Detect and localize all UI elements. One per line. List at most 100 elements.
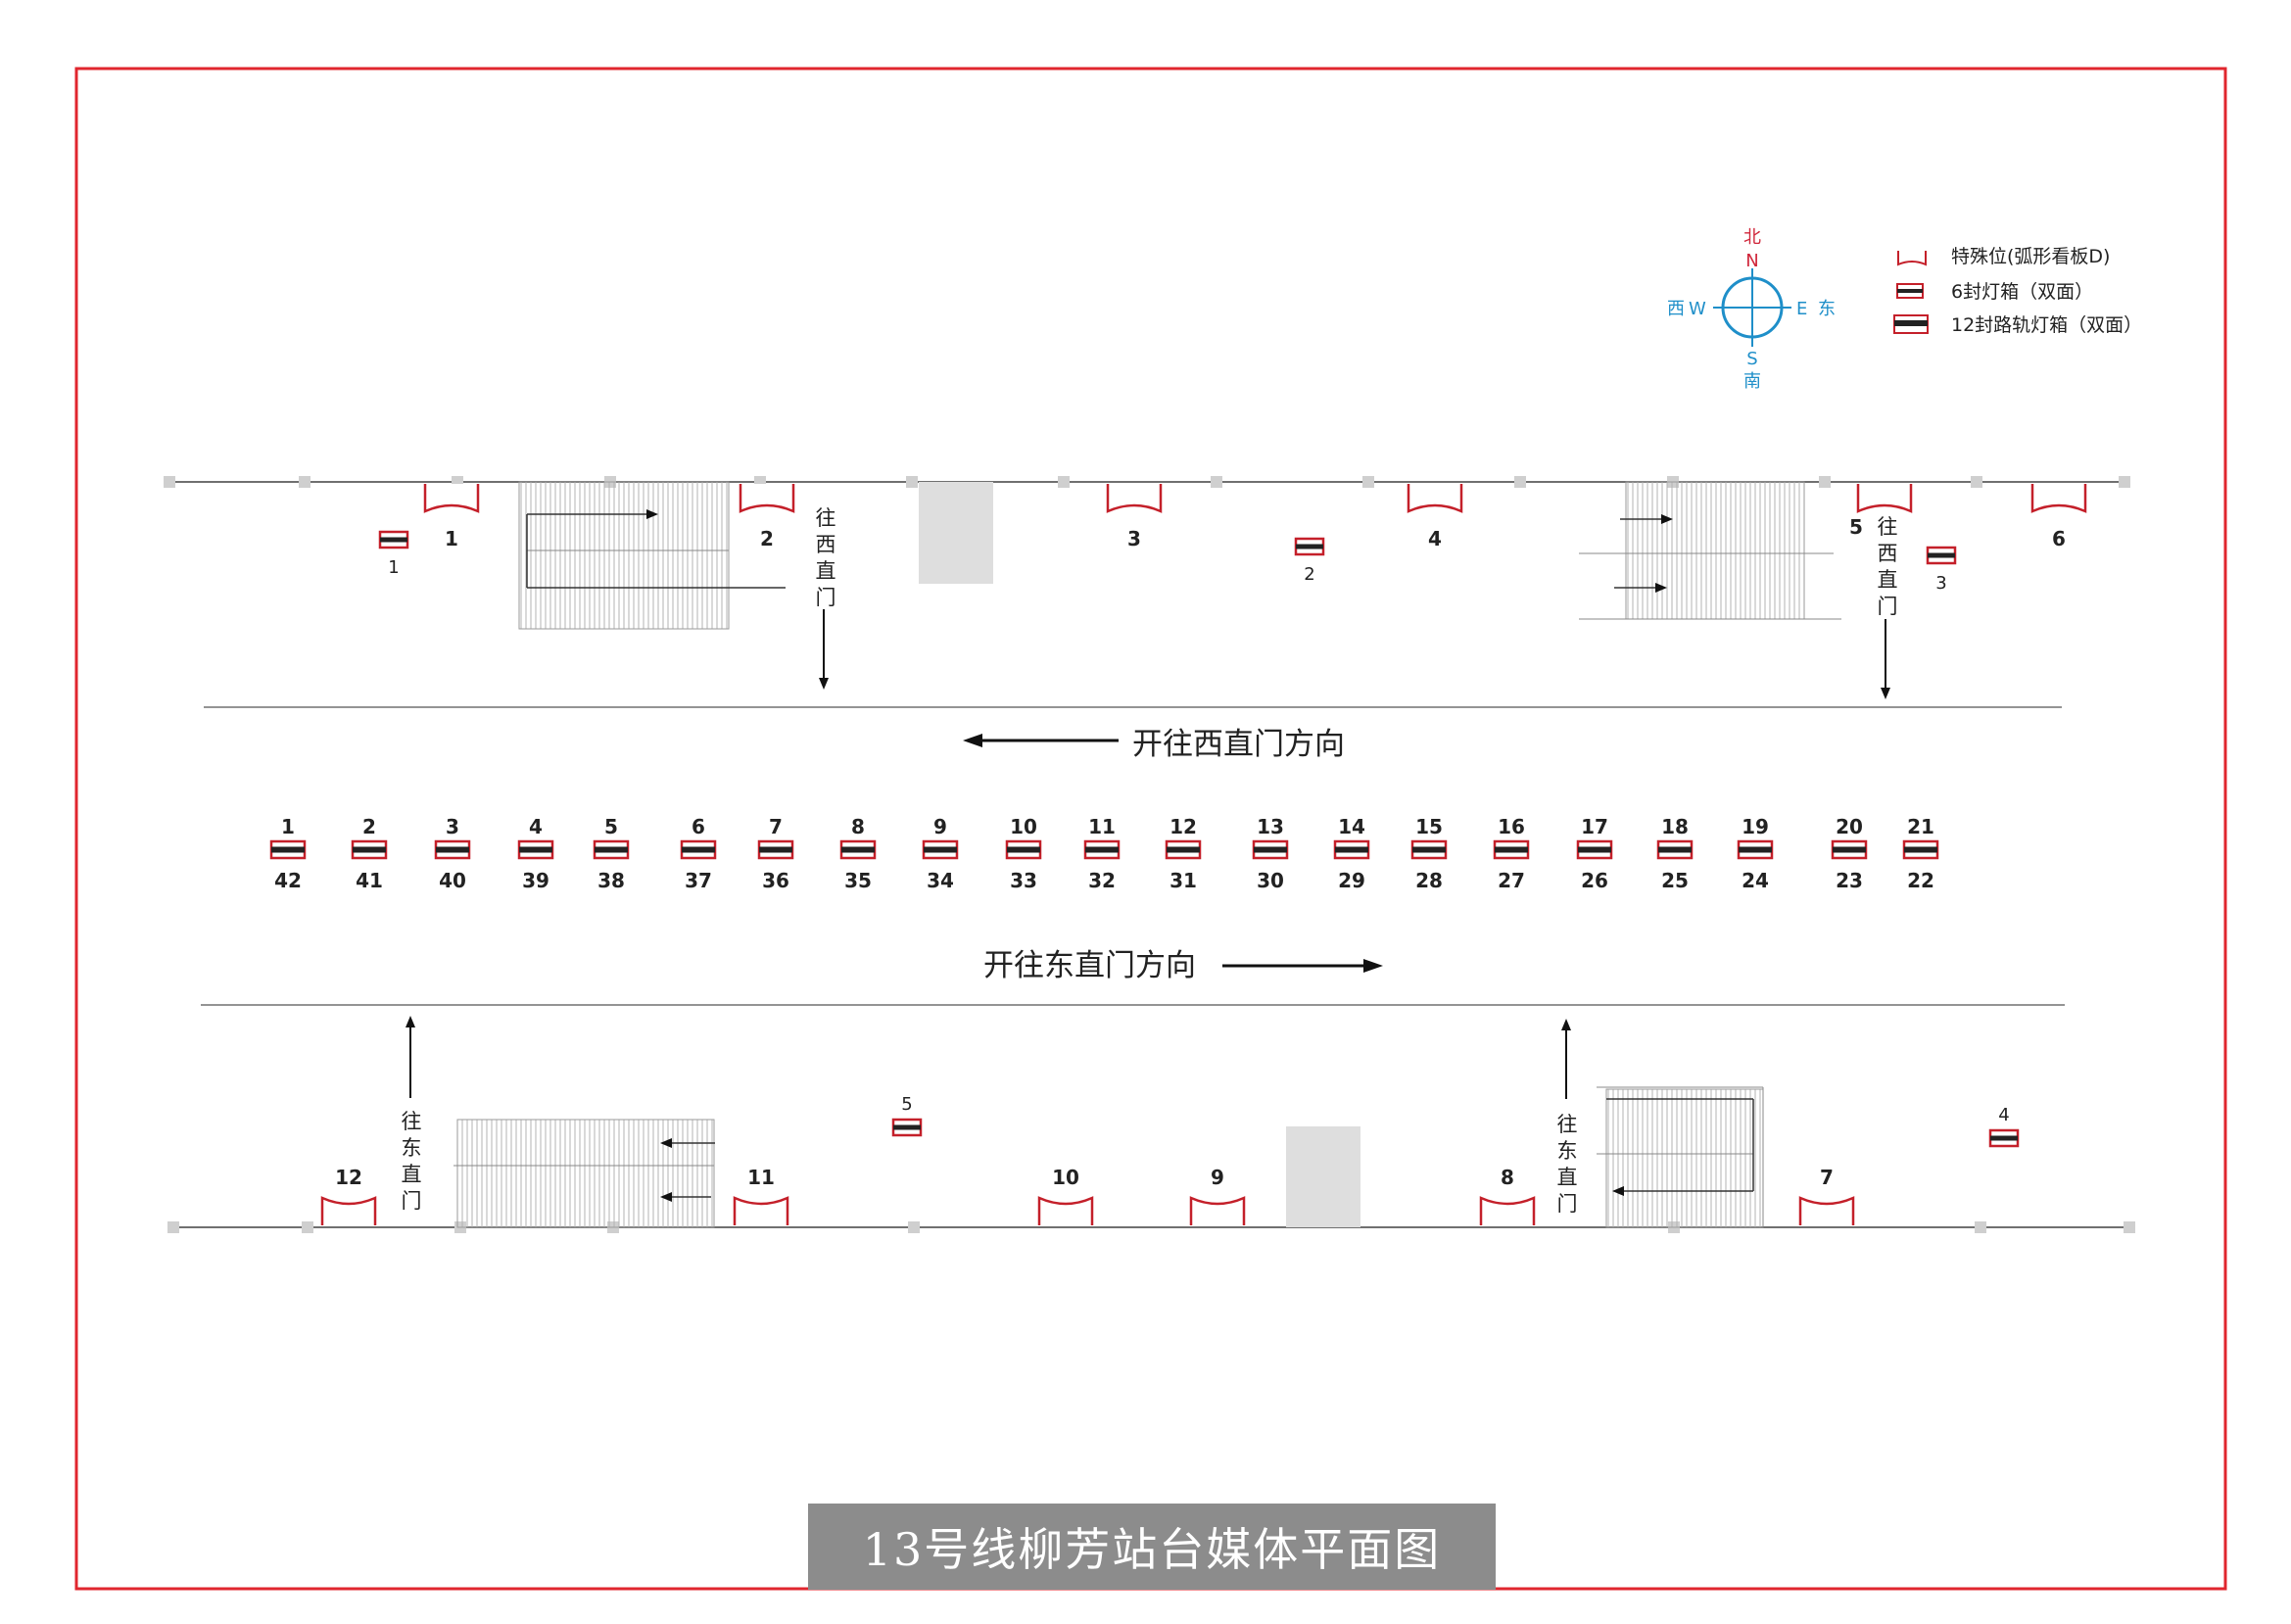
exit-to-dongzhimen-left: 往东直门 xyxy=(402,1016,422,1213)
track-lightbox-number-bottom: 37 xyxy=(685,869,712,892)
arc-billboard: 11 xyxy=(733,1166,789,1225)
track-lightbox-number-top: 1 xyxy=(281,815,295,838)
track-lightbox-number-bottom: 31 xyxy=(1169,869,1197,892)
arc-billboard-number: 6 xyxy=(2052,527,2066,550)
lightbox-6: 1 xyxy=(378,530,409,578)
lightbox-6-number: 5 xyxy=(901,1094,912,1115)
arc-billboard-number: 9 xyxy=(1211,1166,1224,1189)
arc-billboard-number: 11 xyxy=(747,1166,775,1189)
lightbox-6: 2 xyxy=(1294,537,1325,585)
lightbox-6: 3 xyxy=(1926,546,1957,594)
track-lightbox-number-bottom: 36 xyxy=(762,869,789,892)
track-lightbox-number-bottom: 35 xyxy=(844,869,872,892)
legend: 特殊位(弧形看板D) 6封灯箱（双面） 12封路轨灯箱（双面） xyxy=(1893,246,2142,336)
track-lightbox-layer: 1422413404395386377368359341033113212311… xyxy=(269,815,1939,892)
arc-billboard-shape xyxy=(733,1196,789,1225)
arc-billboard-number: 2 xyxy=(760,527,774,550)
compass-south-letter: S xyxy=(1746,349,1757,369)
compass-south-label: 南 xyxy=(1743,371,1761,392)
arc-billboard: 12 xyxy=(320,1166,377,1225)
arc-billboard: 3 xyxy=(1106,484,1163,550)
stair-southeast xyxy=(1597,1086,1764,1228)
south-gray-block xyxy=(1286,1126,1360,1227)
compass-east-label: 东 xyxy=(1818,299,1836,319)
track-lightbox: 7 36 xyxy=(757,815,794,892)
arc-billboard: 7 xyxy=(1798,1166,1855,1225)
lightbox-6-number: 4 xyxy=(1998,1105,2009,1125)
north-gray-block xyxy=(919,482,993,584)
arc-billboard-shape xyxy=(1407,484,1463,513)
stair-northeast xyxy=(1579,481,1841,620)
arc-billboard-number: 12 xyxy=(335,1166,362,1189)
track-lightbox-number-top: 20 xyxy=(1836,815,1863,838)
track-lightbox-number-bottom: 23 xyxy=(1836,869,1863,892)
legend-lightbox12-label: 12封路轨灯箱（双面） xyxy=(1951,314,2142,336)
arc-billboard-shape xyxy=(1856,484,1913,513)
compass-west-label: 西 xyxy=(1667,299,1685,319)
lightbox-6-number: 1 xyxy=(388,557,399,578)
track-lightbox-number-top: 2 xyxy=(362,815,376,838)
track-lightbox-number-bottom: 40 xyxy=(439,869,466,892)
arc-billboard-number: 7 xyxy=(1820,1166,1834,1189)
compass-north-letter: N xyxy=(1745,251,1758,271)
arc-billboard-icon xyxy=(1897,251,1927,266)
arc-billboard-number: 8 xyxy=(1501,1166,1514,1189)
track-lightbox-number-top: 7 xyxy=(769,815,783,838)
legend-arc-label: 特殊位(弧形看板D) xyxy=(1951,246,2110,267)
track-lightbox-number-top: 5 xyxy=(604,815,618,838)
track-lightbox-number-bottom: 39 xyxy=(522,869,549,892)
track-lightbox-number-top: 15 xyxy=(1415,815,1443,838)
arc-billboard-shape xyxy=(1037,1196,1094,1225)
track-lightbox-number-bottom: 25 xyxy=(1661,869,1689,892)
westbound-label: 开往西直门方向 xyxy=(1132,727,1345,762)
track-lightbox-number-bottom: 29 xyxy=(1338,869,1365,892)
track-lightbox: 835 xyxy=(839,815,877,892)
track-lightbox: 13 30 xyxy=(1252,815,1289,892)
track-lightbox-number-top: 11 xyxy=(1088,815,1116,838)
track-lightbox: 142 xyxy=(269,815,307,892)
lightbox-6-number: 2 xyxy=(1304,564,1314,585)
track-lightbox-number-bottom: 38 xyxy=(597,869,625,892)
track-lightbox-number-bottom: 33 xyxy=(1010,869,1037,892)
track-lightbox: 934 xyxy=(922,815,959,892)
track-lightbox-number-bottom: 27 xyxy=(1498,869,1525,892)
track-lightbox-number-bottom: 22 xyxy=(1907,869,1934,892)
exit-to-dongzhimen-right: 往东直门 xyxy=(1557,1019,1578,1216)
arc-billboard: 1 xyxy=(423,484,480,550)
lightbox-6-icon xyxy=(1896,283,1924,299)
arc-billboard-shape xyxy=(320,1196,377,1225)
arc-billboard: 9 xyxy=(1189,1166,1246,1225)
arc-billboard-number: 4 xyxy=(1428,527,1442,550)
stair-southwest xyxy=(453,1119,715,1228)
arc-billboard-shape xyxy=(1189,1196,1246,1225)
track-lightbox-number-bottom: 30 xyxy=(1257,869,1284,892)
arc-billboard-shape xyxy=(1798,1196,1855,1225)
arc-billboard-number: 1 xyxy=(445,527,458,550)
exit-to-xizhimen-left: 往西直门 xyxy=(816,506,836,690)
track-lightbox-number-bottom: 34 xyxy=(927,869,954,892)
vertical-label: 往东直门 xyxy=(1557,1113,1578,1216)
arc-billboard-shape xyxy=(739,484,795,513)
compass-west-letter: W xyxy=(1689,299,1706,319)
page-title: 13号线柳芳站台媒体平面图 xyxy=(808,1504,1496,1590)
lightbox-6: 5 xyxy=(891,1094,923,1137)
track-lightbox-number-top: 4 xyxy=(529,815,543,838)
lightbox-6-number: 3 xyxy=(1935,573,1946,594)
track-lightbox: 14 29 xyxy=(1333,815,1370,892)
arc-billboard-number: 5 xyxy=(1849,515,1863,539)
track-lightbox-number-top: 13 xyxy=(1257,815,1284,838)
compass-north-label: 北 xyxy=(1743,227,1761,248)
vertical-label: 往西直门 xyxy=(1878,515,1898,618)
track-lightbox-number-top: 14 xyxy=(1338,815,1365,838)
eastbound-label: 开往东直门方向 xyxy=(983,948,1196,983)
arc-billboard: 10 xyxy=(1037,1166,1094,1225)
stair-northwest xyxy=(518,481,786,630)
